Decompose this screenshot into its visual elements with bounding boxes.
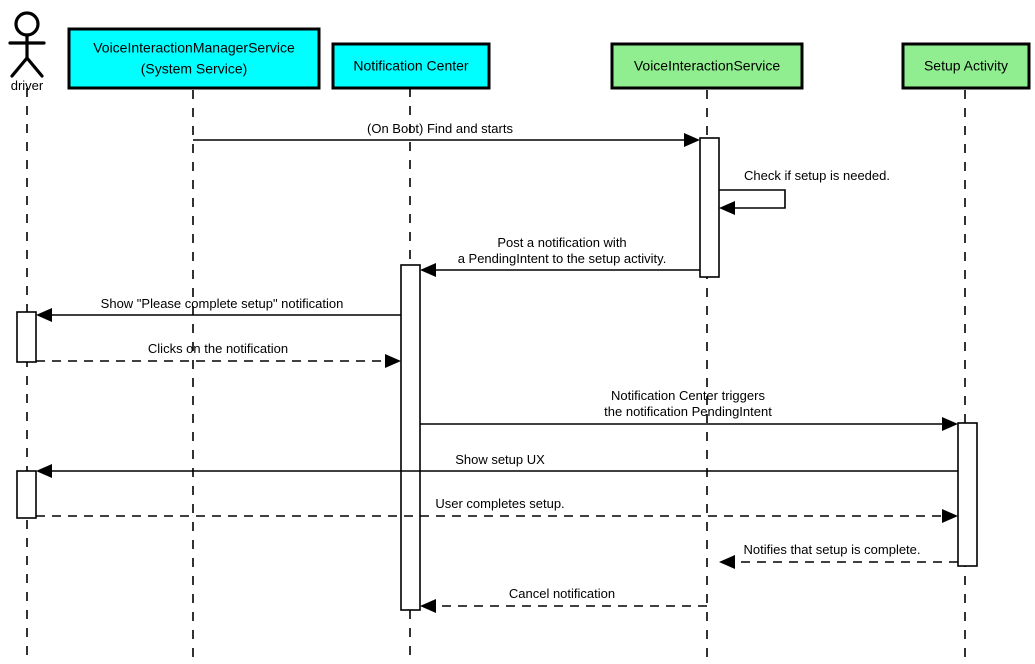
participant-box-setup-activity[interactable] xyxy=(901,42,1031,90)
participant-box-vis[interactable] xyxy=(610,42,804,90)
message-notifies-that-setup-is-complete[interactable]: Notifies that setup is complete. xyxy=(719,542,958,569)
arrowhead-right-8 xyxy=(942,509,958,523)
actor-left-leg-icon xyxy=(10,56,29,78)
activation-bars-layer xyxy=(16,137,978,611)
participant-setup-activity[interactable]: Setup Activity xyxy=(901,42,1031,90)
arrowhead-left-10 xyxy=(420,599,436,613)
actor-right-leg-icon xyxy=(25,56,44,78)
message-clicks-on-the-notification[interactable]: Clicks on the notification xyxy=(36,341,401,368)
arrowhead-left-4 xyxy=(36,308,52,322)
message-notification-center-triggers-pendingintent[interactable]: Notification Center triggers the notific… xyxy=(420,388,958,431)
arrowhead-right-1 xyxy=(684,133,700,147)
participant-label-notification-center: Notification Center xyxy=(353,58,469,74)
message-label-10: Cancel notification xyxy=(509,586,615,601)
message-label-2: Check if setup is needed. xyxy=(744,168,890,183)
message-label-9: Notifies that setup is complete. xyxy=(743,542,920,557)
activation-bar-notification-center xyxy=(400,264,421,611)
message-post-a-notification[interactable]: Post a notification with a PendingIntent… xyxy=(420,235,700,277)
arrowhead-left-3 xyxy=(420,263,436,277)
message-cancel-notification[interactable]: Cancel notification xyxy=(420,586,707,613)
message-label-1: (On Boot) Find and starts xyxy=(367,121,513,136)
arrowhead-left-9 xyxy=(719,555,735,569)
message-label-6-line1: Notification Center triggers xyxy=(611,388,765,403)
participant-label-driver: driver xyxy=(11,78,44,93)
message-label-7: Show setup UX xyxy=(455,452,545,467)
message-show-setup-ux[interactable]: Show setup UX xyxy=(36,452,958,478)
participant-notification-center[interactable]: Notification Center xyxy=(331,42,491,90)
message-label-5: Clicks on the notification xyxy=(148,341,288,356)
participant-box-vims[interactable] xyxy=(67,27,321,90)
activation-bar-driver-notification xyxy=(16,311,37,363)
message-check-if-setup-is-needed[interactable]: Check if setup is needed. xyxy=(719,168,890,215)
participant-box-notification-center[interactable] xyxy=(331,42,491,90)
message-label-3-line1: Post a notification with xyxy=(497,235,626,250)
participant-vis[interactable]: VoiceInteractionService xyxy=(610,42,804,90)
message-label-3-line2: a PendingIntent to the setup activity. xyxy=(458,251,667,266)
actor-head-icon xyxy=(14,11,40,37)
participant-vims[interactable]: VoiceInteractionManagerService (System S… xyxy=(67,27,321,90)
participant-label-vis: VoiceInteractionService xyxy=(634,58,781,74)
activation-bar-driver-setup xyxy=(16,470,37,519)
arrowhead-left-7 xyxy=(36,464,52,478)
arrowhead-right-5 xyxy=(385,354,401,368)
participant-driver[interactable]: driver xyxy=(8,11,46,93)
message-label-8: User completes setup. xyxy=(435,496,564,511)
activation-bar-vis xyxy=(699,137,720,278)
arrowhead-right-6 xyxy=(942,417,958,431)
arrowhead-left-2 xyxy=(719,201,735,215)
message-show-please-complete-setup-notification[interactable]: Show "Please complete setup" notificatio… xyxy=(36,296,401,322)
participant-label-vims-line2: (System Service) xyxy=(141,61,248,77)
participant-label-setup-activity: Setup Activity xyxy=(924,58,1008,74)
message-label-6-line2: the notification PendingIntent xyxy=(604,404,772,419)
message-line-2-self xyxy=(719,189,786,209)
message-user-completes-setup[interactable]: User completes setup. xyxy=(36,496,958,523)
participant-label-vims-line1: VoiceInteractionManagerService xyxy=(93,40,295,56)
activation-bar-setup-activity xyxy=(957,422,978,567)
message-label-4: Show "Please complete setup" notificatio… xyxy=(101,296,344,311)
message-on-boot-find-and-starts[interactable]: (On Boot) Find and starts xyxy=(193,121,700,147)
